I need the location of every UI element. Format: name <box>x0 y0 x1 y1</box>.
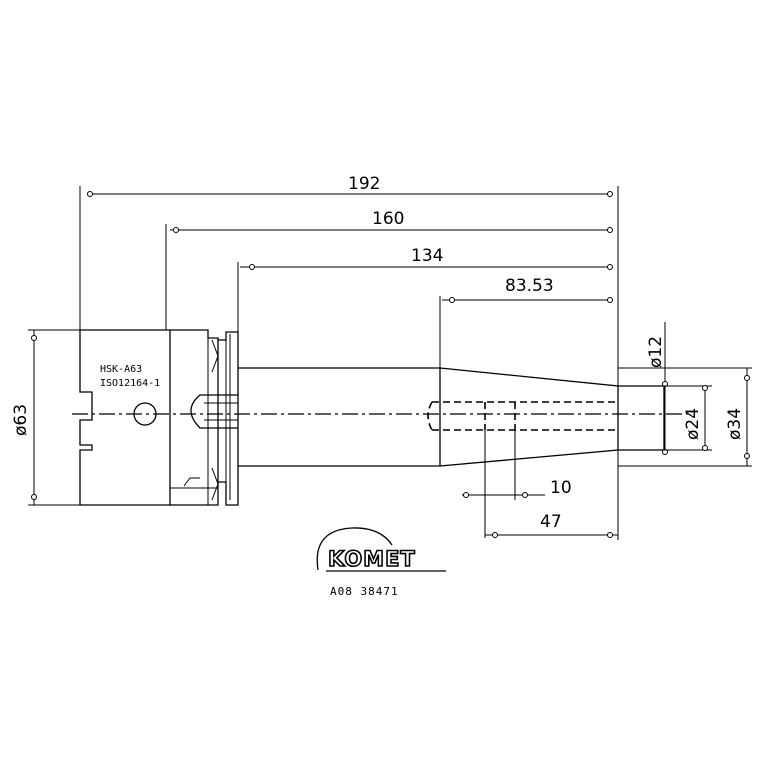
dim-dia-34-text: ø34 <box>725 408 745 440</box>
upper-notch <box>211 339 219 373</box>
flange-tab <box>183 477 200 487</box>
shank-label-1: HSK-A63 <box>100 364 142 375</box>
flange-outline <box>170 329 219 506</box>
dim-134-text: 134 <box>411 246 443 266</box>
hsk-shank-outline <box>79 329 170 506</box>
dim-192-text: 192 <box>348 174 380 194</box>
dimension-47: 47 <box>485 450 619 540</box>
collar-outline <box>218 331 239 506</box>
dimension-134: 134 <box>237 246 613 332</box>
cone-tip <box>190 394 238 429</box>
taper-nose <box>439 367 619 467</box>
dim-dia-12-text: ø12 <box>646 336 666 368</box>
tool-body <box>72 329 690 506</box>
dim-10-text: 10 <box>550 478 572 498</box>
dimension-dia-63: ø63 <box>11 329 80 506</box>
nose-hole <box>618 385 665 451</box>
bore-end <box>427 401 433 431</box>
logo-text: KOMET <box>328 547 416 571</box>
dim-160-text: 160 <box>372 209 404 229</box>
lower-notch <box>211 467 219 501</box>
dim-dia-24-text: ø24 <box>683 408 703 440</box>
dimension-dia-24: ø24 <box>664 385 712 451</box>
dimension-10: 10 <box>462 430 572 538</box>
dimension-160: 160 <box>165 209 613 330</box>
main-cylinder <box>238 367 441 467</box>
dimension-192: 192 <box>79 174 619 386</box>
shank-label-2: ISO12164-1 <box>100 378 160 389</box>
article-code: A08 38471 <box>330 585 399 598</box>
dim-dia-63-text: ø63 <box>11 404 31 436</box>
logo-swoosh <box>316 527 393 571</box>
komet-logo: KOMET <box>316 527 446 572</box>
dim-47-text: 47 <box>540 512 562 532</box>
dim-83-text: 83.53 <box>505 276 554 296</box>
dimension-dia-34: ø34 <box>618 367 752 467</box>
dimension-dia-12: ø12 <box>618 322 672 455</box>
dimension-83: 83.53 <box>439 276 613 368</box>
